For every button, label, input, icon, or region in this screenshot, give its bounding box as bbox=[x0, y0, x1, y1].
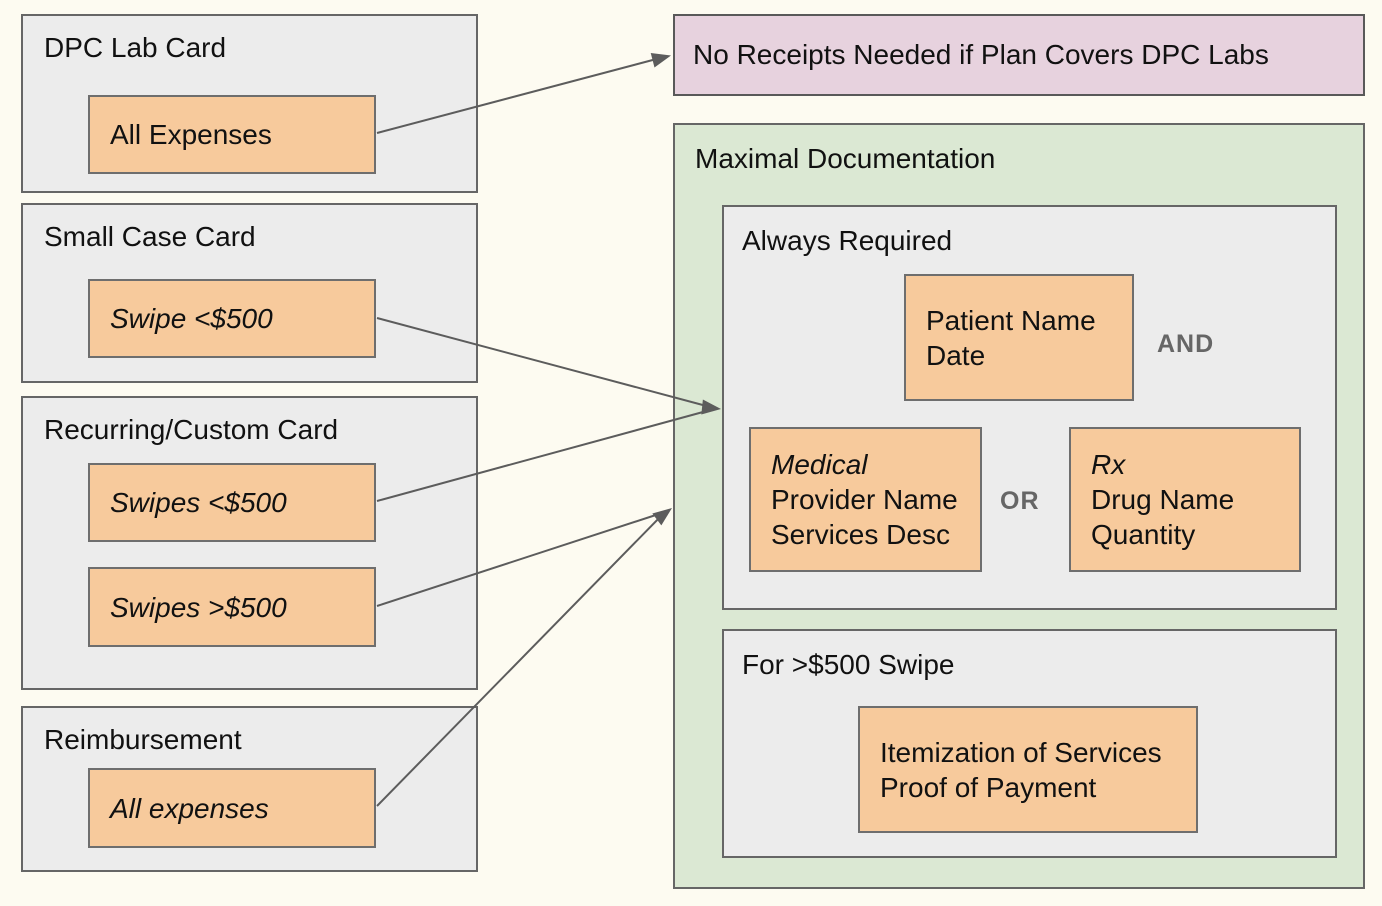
card-title-dpc-lab: DPC Lab Card bbox=[44, 32, 227, 63]
chip-rx-drug: Rx Drug Name Quantity bbox=[1069, 427, 1301, 572]
chip-label: Swipes <$500 bbox=[110, 487, 287, 518]
chip-swipe-under-500: Swipe <$500 bbox=[88, 279, 376, 358]
maximal-documentation-panel: Maximal Documentation Always Required Pa… bbox=[673, 123, 1365, 889]
over-500-swipe-title: For >$500 Swipe bbox=[742, 649, 955, 680]
chip-line: Itemization of Services bbox=[880, 736, 1162, 768]
chip-swipes-under-500: Swipes <$500 bbox=[88, 463, 376, 542]
chip-label: Swipe <$500 bbox=[110, 303, 273, 334]
chip-line-italic: Rx bbox=[1091, 449, 1126, 480]
chip-line: Quantity bbox=[1091, 519, 1196, 550]
chip-label: All expenses bbox=[110, 792, 269, 824]
chip-line-italic: Medical bbox=[771, 449, 868, 480]
chip-itemization-proof: Itemization of Services Proof of Payment bbox=[858, 706, 1198, 833]
chip-patient-name-date: Patient Name Date bbox=[904, 274, 1134, 401]
card-reimbursement: Reimbursement All expenses bbox=[21, 706, 478, 872]
card-title-recurring-custom: Recurring/Custom Card bbox=[44, 414, 339, 445]
chip-line: Date bbox=[926, 339, 986, 371]
chip-all-expenses-reimbursement: All expenses bbox=[88, 768, 376, 848]
over-500-swipe-section: For >$500 Swipe Itemization of Services … bbox=[722, 629, 1337, 858]
or-label: OR bbox=[1000, 487, 1040, 515]
chip-line: Drug Name bbox=[1091, 484, 1235, 515]
chip-label: Swipes >$500 bbox=[110, 591, 287, 623]
chip-line: Provider Name bbox=[771, 484, 958, 515]
chip-all-expenses: All Expenses bbox=[88, 95, 376, 174]
card-recurring-custom: Recurring/Custom Card Swipes <$500 Swipe… bbox=[21, 396, 478, 690]
always-required-title: Always Required bbox=[742, 225, 953, 256]
chip-label: All Expenses bbox=[110, 119, 272, 150]
no-receipts-banner: No Receipts Needed if Plan Covers DPC La… bbox=[673, 14, 1365, 96]
and-label: AND bbox=[1157, 330, 1215, 358]
chip-swipes-over-500: Swipes >$500 bbox=[88, 567, 376, 647]
always-required-section: Always Required Patient Name Date AND Me… bbox=[722, 205, 1337, 610]
card-title-small-case: Small Case Card bbox=[44, 221, 256, 252]
chip-line: Services Desc bbox=[771, 519, 950, 550]
arrowhead-no-receipts bbox=[650, 52, 671, 68]
maximal-documentation-title: Maximal Documentation bbox=[695, 143, 996, 174]
chip-line: Patient Name bbox=[926, 304, 1096, 336]
card-small-case: Small Case Card Swipe <$500 bbox=[21, 203, 478, 383]
card-dpc-lab: DPC Lab Card All Expenses bbox=[21, 14, 478, 193]
chip-medical-provider: Medical Provider Name Services Desc bbox=[749, 427, 982, 572]
chip-line: Proof of Payment bbox=[880, 771, 1097, 803]
no-receipts-label: No Receipts Needed if Plan Covers DPC La… bbox=[693, 39, 1269, 70]
card-title-reimbursement: Reimbursement bbox=[44, 724, 242, 755]
